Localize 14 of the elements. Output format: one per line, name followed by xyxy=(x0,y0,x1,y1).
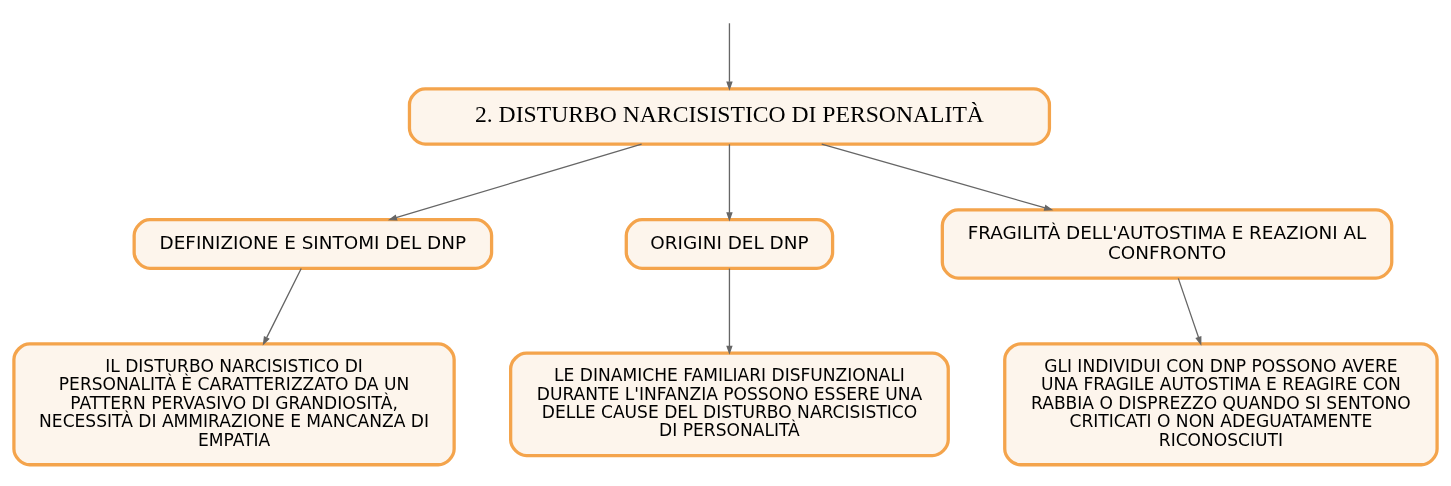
node-box: IL DISTURBO NARCISISTICO DI PERSONALITÀ È CARATTERIZZATO DA UN PATTERN PERVASIVO DI GRANDIOSITÀ, NECESSITÀ DI AMMIRAZIONE E MANCANZA DI EMPATIA xyxy=(12,341,456,466)
arrow xyxy=(821,143,1054,211)
node-box: GLI INDIVIDUI CON DNP POSSONO AVERE UNA FRAGILE AUTOSTIMA E REAGIRE CON RABBIA O DISPREZZO QUANDO SI SENTONO CRITICATI O NON ADEGUATAMENTE RICONOSCIUTI xyxy=(1003,341,1439,466)
arrow xyxy=(726,22,733,91)
node-box: ORIGINI DEL DNP xyxy=(624,217,835,270)
node-box: 2. DISTURBO NARCISISTICO DI PERSONALITÀ xyxy=(407,86,1052,146)
arrow xyxy=(1177,277,1202,346)
arrow xyxy=(726,267,733,355)
arrow xyxy=(726,143,733,222)
node-box: FRAGILITÀ DELL'AUTOSTIMA E REAZIONI AL CONFRONTO xyxy=(940,207,1394,280)
arrow xyxy=(387,143,643,221)
arrow xyxy=(262,267,302,346)
node-box: LE DINAMICHE FAMILIARI DISFUNZIONALI DURANTE L'INFANZIA POSSONO ESSERE UNA DELLE CAUSE DEL DISTURBO NARCISISTICO DI PERSONALITÀ xyxy=(509,350,950,457)
node-box: DEFINIZIONE E SINTOMI DEL DNP xyxy=(132,217,494,270)
